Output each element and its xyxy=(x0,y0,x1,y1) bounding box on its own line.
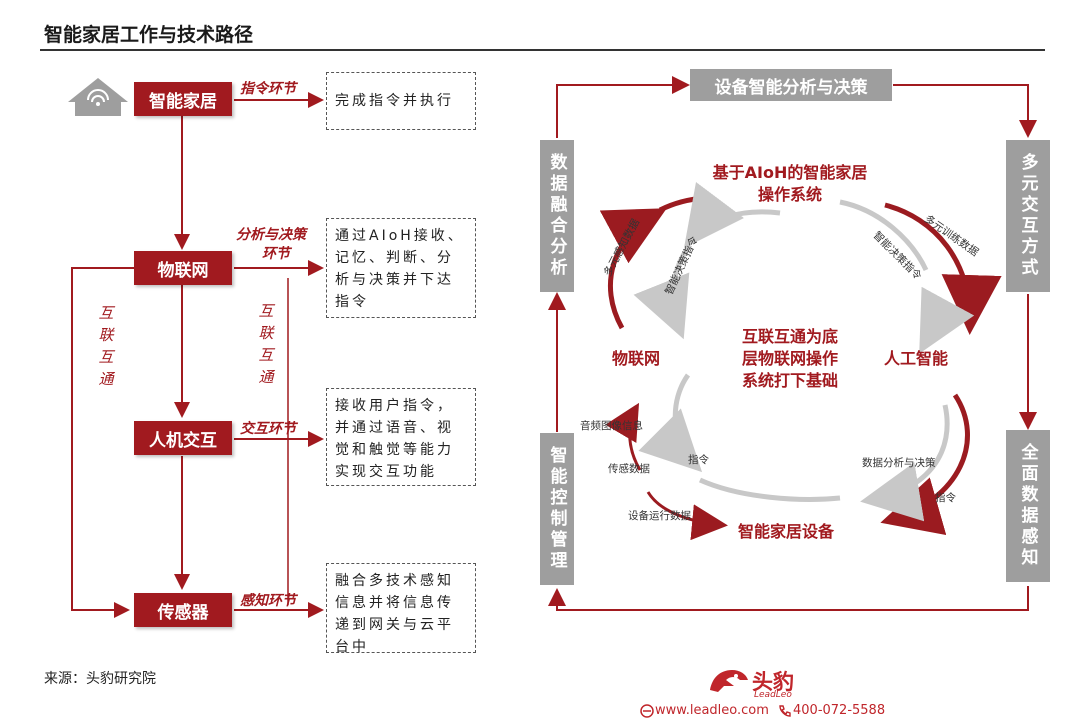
node-hci: 人机交互 xyxy=(134,421,232,455)
brand-name: 头豹 xyxy=(752,670,794,694)
wifi-home-icon xyxy=(68,78,128,116)
box-data-fusion: 数据融合分析 xyxy=(540,140,574,292)
page-title: 智能家居工作与技术路径 xyxy=(44,24,254,46)
circle-left-iot: 物联网 xyxy=(612,349,661,368)
box-smart-control: 智能控制管理 xyxy=(540,433,574,585)
web-icon xyxy=(640,704,654,718)
desc-instruction: 完成指令并执行 xyxy=(326,72,476,130)
source-note: 来源：头豹研究院 xyxy=(44,671,156,687)
title-rule xyxy=(40,49,1045,51)
edge-label-interaction: 交互环节 xyxy=(240,421,296,437)
node-sensor: 传感器 xyxy=(134,593,232,627)
circle-right-ai: 人工智能 xyxy=(884,349,949,368)
brand-subtitle: LeadLeo xyxy=(754,690,792,700)
vertical-label-left: 互联 互通 xyxy=(98,304,114,388)
circle-bottom-devices: 智能家居设备 xyxy=(738,522,835,541)
edge-label-analysis-2: 环节 xyxy=(262,246,290,262)
leopard-logo-icon xyxy=(710,670,748,692)
node-iot: 物联网 xyxy=(134,251,232,285)
desc-analysis: 通过AIoH接收、记忆、判断、分析与决策并下达指令 xyxy=(326,218,476,318)
label-sensor-data: 传感数据 xyxy=(608,463,650,475)
label-instruction-left: 指令 xyxy=(688,454,709,466)
edge-label-analysis-1: 分析与决策 xyxy=(236,227,306,243)
label-data-analysis: 数据分析与决策 xyxy=(862,457,936,469)
label-instruction-right: 指令 xyxy=(935,492,956,504)
desc-interaction: 接收用户指令，并通过语音、视觉和触觉等能力实现交互功能 xyxy=(326,388,476,486)
label-device-run: 设备运行数据 xyxy=(628,510,691,522)
label-audio-image: 音频图像信息 xyxy=(580,420,643,432)
desc-perception: 融合多技术感知信息并将信息传递到网关与云平台中 xyxy=(326,563,476,655)
phone-icon xyxy=(779,705,791,717)
vertical-label-right: 互联 互通 xyxy=(258,302,274,386)
circle-center-text: 互联互通为底 层物联网操作 系统打下基础 xyxy=(741,327,838,390)
node-smart-home: 智能家居 xyxy=(134,82,232,116)
phone-number[interactable]: 400-072-5588 xyxy=(793,703,886,718)
edge-label-perception: 感知环节 xyxy=(240,593,296,609)
box-device-analysis: 设备智能分析与决策 xyxy=(690,69,892,101)
edge-label-instruction: 指令环节 xyxy=(240,81,296,97)
website-link[interactable]: www.leadleo.com xyxy=(655,703,769,718)
box-full-perception: 全面数据感知 xyxy=(1006,430,1050,582)
circle-top-title: 基于AIoH的智能家居 操作系统 xyxy=(712,163,868,204)
box-multi-interaction: 多元交互方式 xyxy=(1006,140,1050,292)
